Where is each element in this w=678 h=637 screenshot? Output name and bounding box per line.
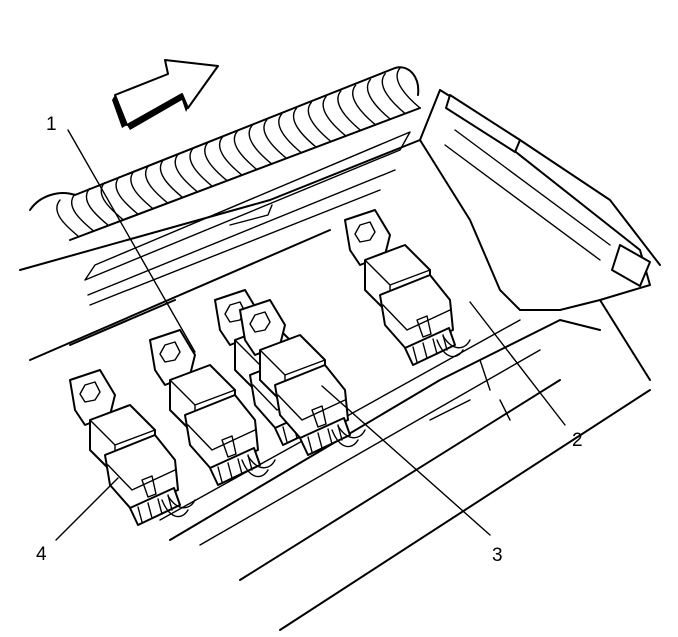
callout-3: 3 xyxy=(492,545,503,566)
forward-arrow-icon xyxy=(112,59,219,130)
relay-3 xyxy=(239,299,366,456)
wiring-harness-conduit xyxy=(29,66,421,241)
callout-4: 4 xyxy=(36,544,47,565)
relay-4 xyxy=(69,369,196,526)
relay-1 xyxy=(149,329,276,486)
callout-2: 2 xyxy=(572,430,583,451)
callout-1: 1 xyxy=(46,114,57,135)
callout-leaders xyxy=(55,129,566,541)
relay-mounting-panel xyxy=(19,89,661,631)
relay-2 xyxy=(344,209,471,366)
